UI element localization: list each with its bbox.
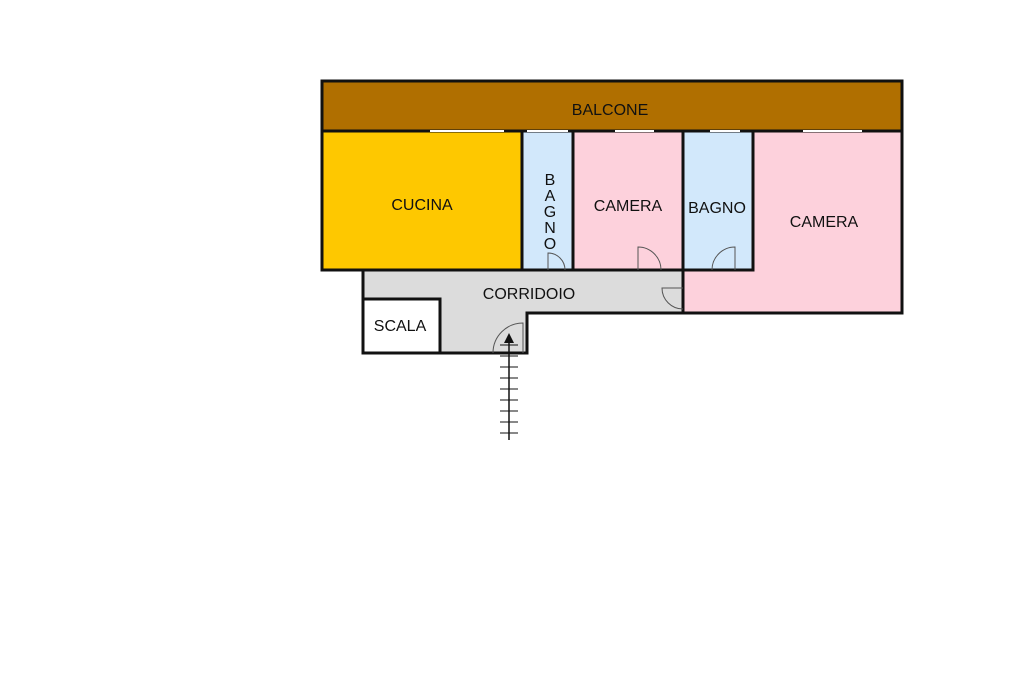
- bagno-small-letter: B: [545, 172, 556, 189]
- bagno-small-letter: A: [545, 188, 556, 205]
- scala-room: [361, 297, 442, 355]
- bagno-label: BAGNO: [688, 200, 746, 217]
- bagno-small-letter: G: [544, 204, 556, 221]
- cucina-label: CUCINA: [391, 197, 453, 214]
- camera-middle-label: CAMERA: [594, 198, 663, 215]
- balcone-room: [320, 79, 904, 133]
- balcone-label: BALCONE: [572, 102, 648, 119]
- scala-label: SCALA: [374, 318, 427, 335]
- corridoio-label: CORRIDOIO: [483, 286, 575, 303]
- bagno-small-letter: N: [544, 220, 556, 237]
- door-swings: [492, 246, 736, 354]
- entrance-arrow-icon: [500, 333, 518, 440]
- bagno-small-letter: O: [544, 236, 556, 253]
- cucina-room: [320, 129, 524, 272]
- camera-large-label: CAMERA: [790, 214, 859, 231]
